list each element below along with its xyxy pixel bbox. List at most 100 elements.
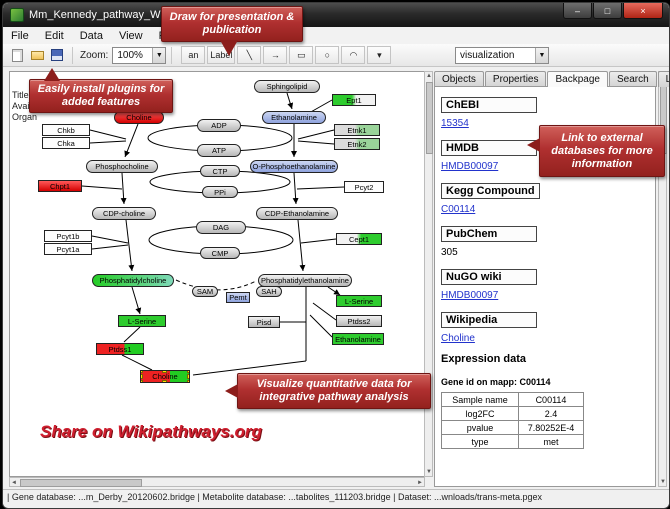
callout-pointer-icon	[44, 68, 60, 81]
callout-link: Link to external databases for more info…	[527, 125, 665, 177]
pathway-node-pcyt1b[interactable]: Pcyt1b	[44, 230, 92, 242]
chevron-down-icon[interactable]: ▼	[535, 48, 548, 63]
expression-table-cell: pvalue	[441, 420, 519, 435]
save-button[interactable]	[47, 46, 67, 64]
datanode-tool[interactable]: an	[181, 46, 206, 64]
title-bar[interactable]: Mm_Kennedy_pathway_WP1771_45176.gpml – □…	[3, 3, 669, 27]
menu-view[interactable]: View	[118, 29, 143, 42]
close-button[interactable]: ×	[623, 3, 663, 19]
scroll-up-icon[interactable]: ▲	[426, 73, 432, 79]
canvas-vertical-scrollbar[interactable]: ▲ ▼	[424, 71, 433, 477]
pathway-node-atp[interactable]: ATP	[197, 144, 241, 157]
pathway-node-pisd[interactable]: Pisd	[248, 316, 280, 328]
pathway-node-sphingolipid[interactable]: Sphingolipid	[254, 80, 320, 93]
pathway-node-ptdss2[interactable]: Ptdss2	[336, 315, 382, 327]
tab-legend[interactable]: Legend	[657, 71, 669, 87]
visualization-combobox[interactable]: visualization ▼	[455, 47, 549, 64]
database-id-link[interactable]: Choline	[441, 333, 475, 344]
zoom-label: Zoom:	[80, 49, 109, 61]
pathway-node-sam[interactable]: SAM	[192, 286, 218, 297]
selection-handle[interactable]	[187, 373, 189, 379]
pathway-node-etnk1[interactable]: Etnk1	[334, 124, 380, 136]
pathway-node-ctp[interactable]: CTP	[200, 165, 240, 177]
pathway-node-pcyt1a[interactable]: Pcyt1a	[44, 243, 92, 255]
tab-backpage[interactable]: Backpage	[547, 71, 608, 87]
open-button[interactable]	[27, 46, 47, 64]
selection-handle[interactable]	[141, 380, 143, 382]
rectangle-tool[interactable]: ▭	[289, 46, 314, 64]
arc-tool[interactable]: ◠	[341, 46, 366, 64]
pathway-node-adp[interactable]: ADP	[197, 119, 241, 132]
template-tool[interactable]: ▾	[367, 46, 392, 64]
selection-handle[interactable]	[187, 371, 189, 373]
selection-handle[interactable]	[187, 380, 189, 382]
pathway-node-ppi[interactable]: PPi	[202, 186, 238, 198]
minimize-button[interactable]: –	[563, 3, 592, 19]
pathway-node-o-phosphoethanolamine[interactable]: O-Phosphoethanolamine	[250, 160, 338, 173]
line-tool[interactable]: ╲	[237, 46, 262, 64]
scroll-down-icon[interactable]: ▼	[660, 479, 666, 485]
pathway-node-cdp-choline[interactable]: CDP-choline	[92, 207, 156, 220]
tab-search[interactable]: Search	[608, 71, 657, 87]
pathway-node-pcyt2[interactable]: Pcyt2	[344, 181, 384, 193]
canvas-horizontal-scrollbar[interactable]: ◄ ►	[9, 477, 425, 487]
selection-handle[interactable]	[141, 373, 143, 379]
panel-tab-bar: ObjectsPropertiesBackpageSearchLegend	[434, 71, 669, 87]
menu-data[interactable]: Data	[79, 29, 103, 42]
pathway-node-ptdss1[interactable]: Ptdss1	[96, 343, 144, 355]
pathway-node-cept1[interactable]: Cept1	[336, 233, 382, 245]
pathway-node-dag[interactable]: DAG	[196, 221, 246, 234]
pathway-node-cmp[interactable]: CMP	[200, 247, 240, 259]
scroll-left-icon[interactable]: ◄	[11, 480, 17, 486]
callout-draw: Draw for presentation & publication	[161, 6, 303, 56]
pathway-info-label: Title:	[12, 90, 32, 100]
expression-table-cell: C00114	[518, 392, 584, 407]
database-id-link[interactable]: HMDB00097	[441, 161, 499, 172]
tab-objects[interactable]: Objects	[434, 71, 484, 87]
scrollbar-thumb[interactable]	[20, 479, 142, 487]
pathway-node-l-serine[interactable]: L-Serine	[118, 315, 166, 327]
pathway-node-phosphocholine[interactable]: Phosphocholine	[86, 160, 158, 173]
ellipse-tool[interactable]: ○	[315, 46, 340, 64]
new-file-button[interactable]	[7, 46, 27, 64]
database-id-link[interactable]: HMDB00097	[441, 290, 499, 301]
pathway-node-ethanolamine[interactable]: Ethanolamine	[332, 333, 384, 345]
callout-plugins: Easily install plugins for added feature…	[29, 68, 173, 113]
pathway-node-ept1[interactable]: Ept1	[332, 94, 376, 106]
pathway-node-cdp-ethanolamine[interactable]: CDP-Ethanolamine	[256, 207, 338, 220]
arrow-tool[interactable]: →	[263, 46, 288, 64]
selection-handle[interactable]	[162, 380, 167, 382]
pathway-node-sah[interactable]: SAH	[256, 286, 282, 297]
scroll-down-icon[interactable]: ▼	[426, 469, 432, 475]
selection-handle[interactable]	[141, 371, 143, 373]
pathway-node-chkb[interactable]: Chkb	[42, 124, 90, 136]
pathway-node-choline[interactable]: Choline	[140, 370, 190, 383]
scrollbar-thumb[interactable]	[426, 82, 433, 154]
pathway-node-ethanolamine[interactable]: Ethanolamine	[262, 111, 326, 124]
pathway-node-l-serine[interactable]: L-Serine	[336, 295, 382, 307]
database-id-link[interactable]: 15354	[441, 118, 469, 129]
pathway-node-chpt1[interactable]: Chpt1	[38, 180, 82, 192]
tab-properties[interactable]: Properties	[484, 71, 547, 87]
pathway-node-pemt[interactable]: Pemt	[226, 292, 250, 303]
expression-table-cell: 2.4	[518, 406, 584, 421]
maximize-button[interactable]: □	[593, 3, 622, 19]
app-icon	[10, 8, 24, 22]
menu-file[interactable]: File	[11, 29, 29, 42]
zoom-combobox[interactable]: 100% ▼	[112, 46, 167, 64]
chevron-down-icon[interactable]: ▼	[152, 47, 166, 63]
pathway-node-etnk2[interactable]: Etnk2	[334, 138, 380, 150]
pathway-node-phosphatidylethanolamine[interactable]: Phosphatidylethanolamine	[258, 274, 352, 287]
pathway-node-phosphatidylcholine[interactable]: Phosphatidylcholine	[92, 274, 174, 287]
scroll-right-icon[interactable]: ►	[417, 480, 423, 486]
menu-edit[interactable]: Edit	[44, 29, 64, 42]
selection-handle[interactable]	[162, 371, 167, 373]
pathway-node-chka[interactable]: Chka	[42, 137, 90, 149]
database-id-link[interactable]: C00114	[441, 204, 476, 215]
